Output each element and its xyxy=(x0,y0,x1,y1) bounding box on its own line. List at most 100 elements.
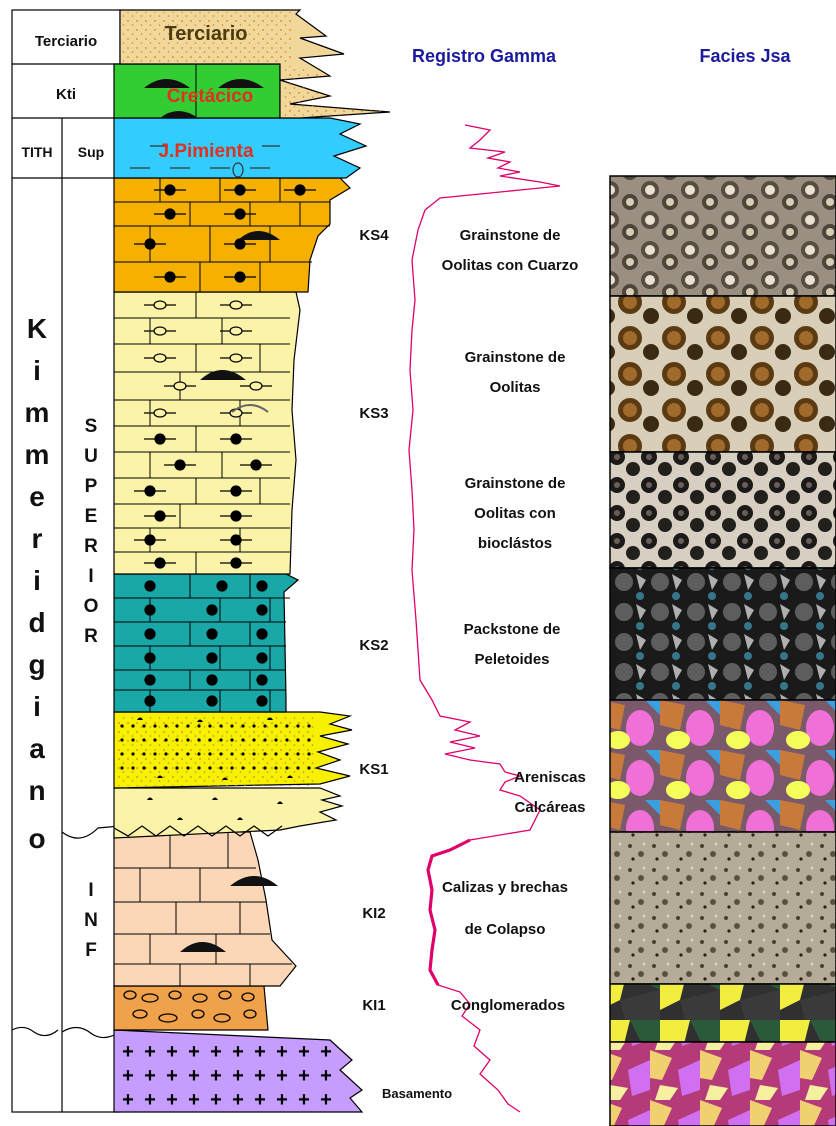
fossil-oolite xyxy=(295,185,305,195)
basement-cross: + xyxy=(188,1041,200,1063)
facies-text: Grainstone de xyxy=(465,475,566,492)
fossil-oolite xyxy=(257,605,267,615)
fossil-oolite xyxy=(257,675,267,685)
basement-cross: + xyxy=(122,1041,134,1063)
facies-text: Calizas y brechas xyxy=(442,879,568,896)
sand-dot xyxy=(285,724,288,727)
fossil-oolite xyxy=(231,434,241,444)
facies-text: Grainstone de xyxy=(460,227,561,244)
sand-dot xyxy=(230,752,233,755)
fossil-oolite xyxy=(145,629,155,639)
superior-letter: R xyxy=(84,626,98,647)
stage-letter: m xyxy=(25,439,50,470)
fossil-oolite xyxy=(257,581,267,591)
sand-dot xyxy=(153,766,156,769)
sand-dot xyxy=(197,724,200,727)
facies-text: Peletoides xyxy=(474,651,549,668)
sand-dot xyxy=(307,738,310,741)
label-terciario: Terciario xyxy=(35,33,97,50)
basement-cross: + xyxy=(166,1089,178,1111)
thin-section-basement xyxy=(610,1042,836,1126)
sand-dot xyxy=(186,766,189,769)
superior-letter: P xyxy=(85,476,98,497)
superior-letter: U xyxy=(84,446,98,467)
unit-ks4 xyxy=(114,178,350,292)
header-registro-gamma: Registro Gamma xyxy=(412,46,557,66)
fossil-oolite xyxy=(257,696,267,706)
gamma-ray-curve-thick xyxy=(428,840,470,985)
sand-dot xyxy=(307,766,310,769)
fossil-oolite xyxy=(250,382,262,390)
sand-dot xyxy=(120,766,123,769)
sand-dot xyxy=(285,738,288,741)
sand-dot xyxy=(296,724,299,727)
sand-dot xyxy=(307,752,310,755)
fossil-oolite xyxy=(145,239,155,249)
fossil-oolite xyxy=(257,653,267,663)
stage-letter: r xyxy=(32,523,43,554)
fossil-oolite xyxy=(165,272,175,282)
fossil-oolite xyxy=(207,696,217,706)
fossil-oolite xyxy=(145,675,155,685)
sand-dot xyxy=(263,738,266,741)
fossil-oolite xyxy=(155,558,165,568)
sand-dot xyxy=(241,738,244,741)
basement-cross: + xyxy=(122,1089,134,1111)
fossil-oolite xyxy=(145,605,155,615)
sand-dot xyxy=(274,738,277,741)
fossil-oolite xyxy=(231,486,241,496)
superior-letter: O xyxy=(84,596,99,617)
unit-code: KI2 xyxy=(362,905,385,922)
sand-dot xyxy=(252,738,255,741)
sand-dot xyxy=(175,738,178,741)
stage-letter: a xyxy=(29,733,45,764)
fossil-oolite xyxy=(145,696,155,706)
facies-text: Calcáreas xyxy=(515,799,586,816)
thin-section-ks3-lower xyxy=(610,452,836,568)
basement-cross: + xyxy=(210,1041,222,1063)
fossil-oolite xyxy=(231,535,241,545)
fossil-oolite xyxy=(154,301,166,309)
sand-dot xyxy=(252,766,255,769)
sand-dot xyxy=(208,724,211,727)
fossil-oolite xyxy=(165,185,175,195)
fossil-oolite xyxy=(251,460,261,470)
sand-dot xyxy=(153,738,156,741)
basement-cross: + xyxy=(254,1041,266,1063)
label-kti: Kti xyxy=(56,86,76,103)
stage-name-kimmeridgiano: Kimmeridgiano xyxy=(25,313,50,854)
basement-cross: + xyxy=(254,1065,266,1087)
fossil-oolite xyxy=(230,301,242,309)
fossil-oolite xyxy=(145,581,155,591)
sand-dot xyxy=(142,752,145,755)
thin-section-ks1 xyxy=(610,700,836,832)
substage-inf: INF xyxy=(84,880,98,961)
facies-text: Packstone de xyxy=(464,621,561,638)
sand-dot xyxy=(230,766,233,769)
basement-cross: + xyxy=(188,1089,200,1111)
sand-dot xyxy=(208,752,211,755)
facies-text: de Colapso xyxy=(465,921,546,938)
stage-letter: n xyxy=(28,775,45,806)
sand-dot xyxy=(296,738,299,741)
sand-dot xyxy=(296,752,299,755)
facies-text: bioclástos xyxy=(478,535,552,552)
sand-dot xyxy=(131,738,134,741)
sand-dot xyxy=(175,724,178,727)
inf-letter: I xyxy=(88,880,93,901)
sand-dot xyxy=(164,752,167,755)
unit-code: KS1 xyxy=(359,761,388,778)
fossil-oolite xyxy=(207,605,217,615)
strata-label-terciario: Terciario xyxy=(165,23,248,45)
sand-dot xyxy=(120,738,123,741)
basement-cross: + xyxy=(254,1089,266,1111)
sand-dot xyxy=(186,738,189,741)
basement-cross: + xyxy=(276,1089,288,1111)
header-facies: Facies Jsa xyxy=(699,46,791,66)
fossil-oolite xyxy=(235,209,245,219)
sand-dot xyxy=(230,724,233,727)
fossil-oolite xyxy=(235,239,245,249)
sand-dot xyxy=(197,738,200,741)
